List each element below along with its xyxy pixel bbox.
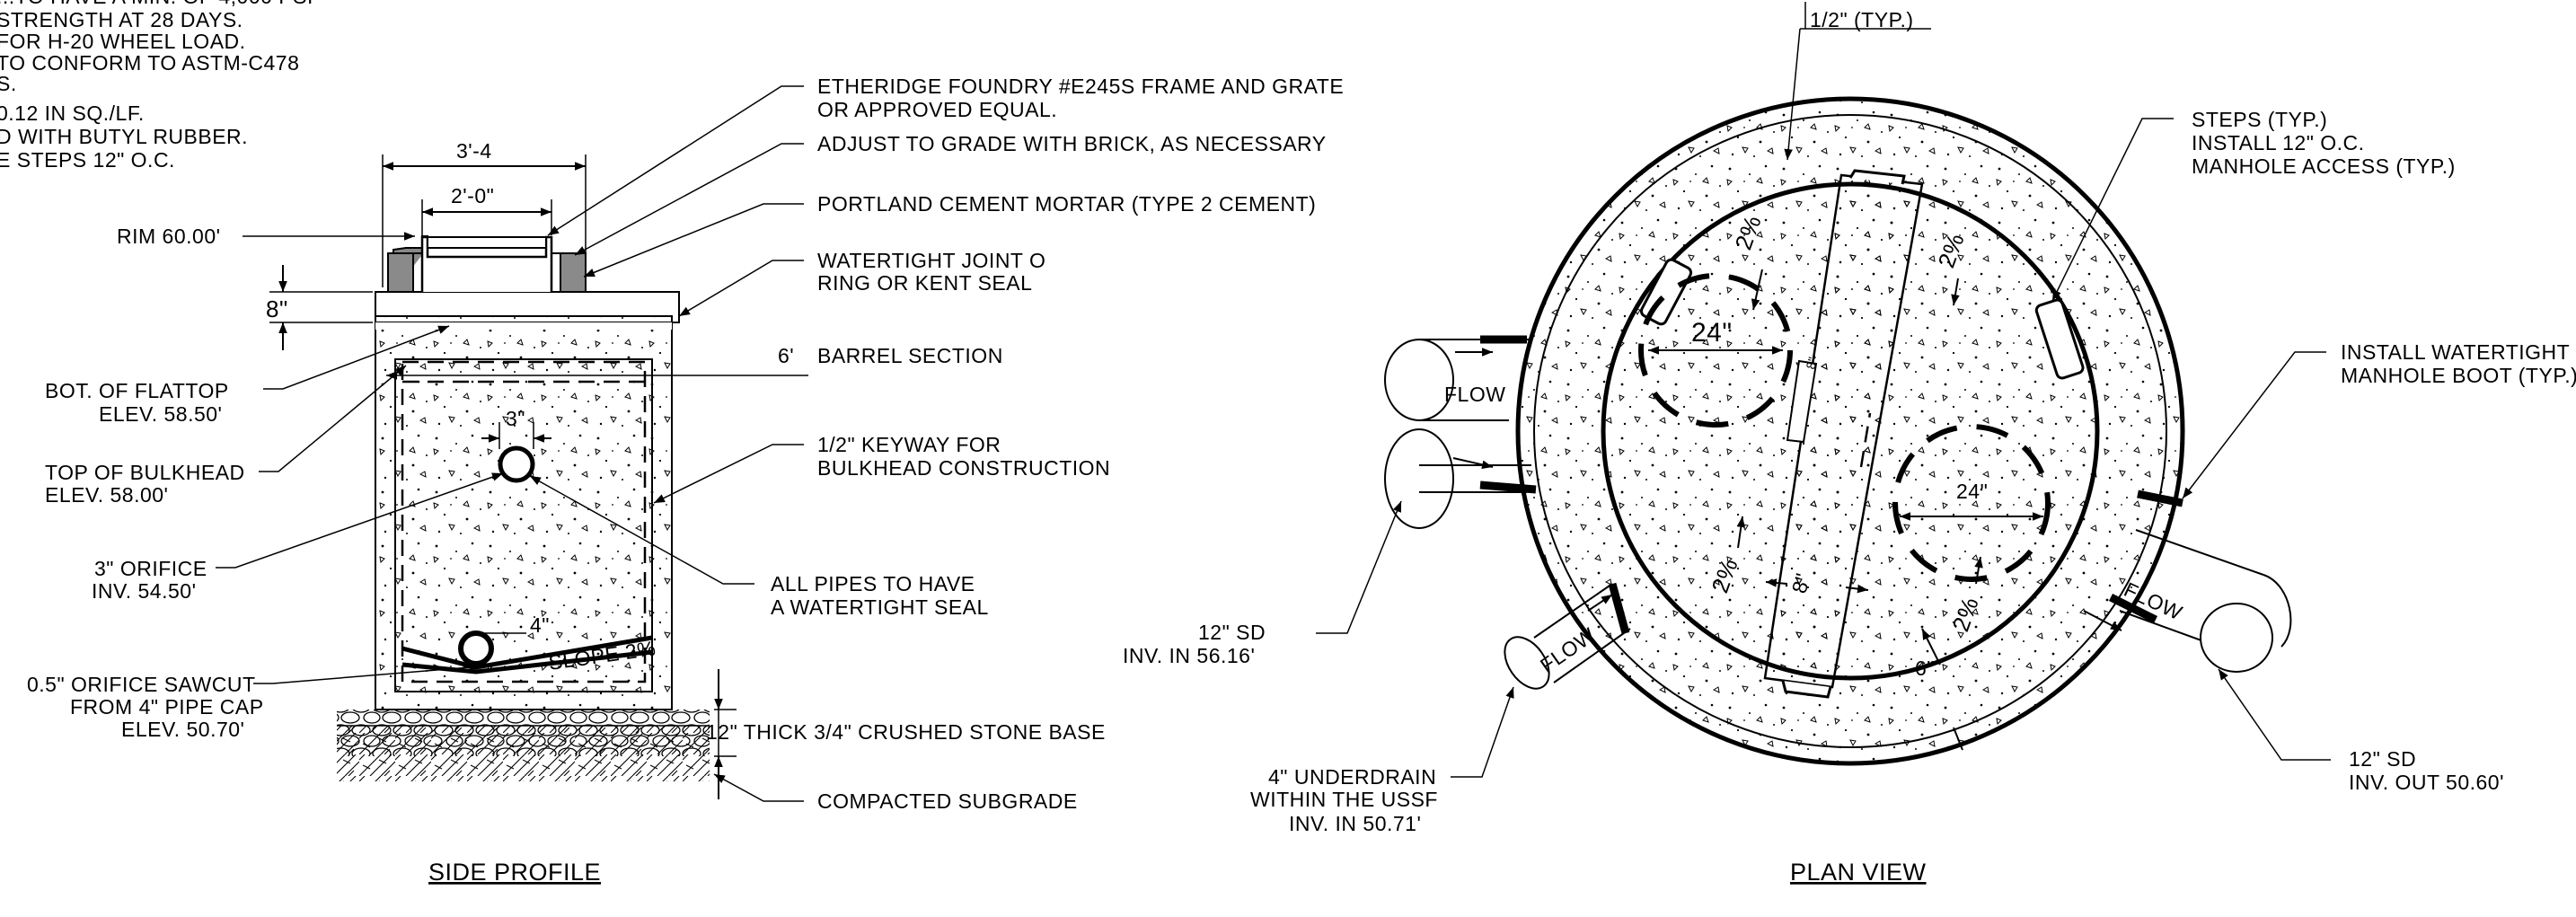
steps-install-label: INSTALL 12" O.C. [2192,131,2365,154]
flow-inlet: FLOW [1444,383,1505,406]
bot-flattop-elev: ELEV. 58.50' [99,402,222,426]
wall-6in: 6" [1915,657,1935,680]
dim-pipe-4: 4" [530,613,550,637]
dim-orifice-3: 3" [506,407,525,430]
opening-right-size: 24" [1956,480,1988,503]
sd-out-label: 12" SD [2349,747,2416,771]
brick-adjust-left [387,252,414,293]
pipes-seal-label: ALL PIPES TO HAVE [771,572,975,595]
underdrain-inv: INV. IN 50.71' [1289,812,1421,835]
bulkhead-8in-small: 8" [1803,355,1820,370]
joint-label: WATERTIGHT JOINT O [817,249,1045,272]
step-right [2034,298,2085,380]
sawcut-elev: ELEV. 50.70' [121,718,244,741]
access-opening-left [1638,273,1793,428]
note-line-6: 0.12 IN SQ./LF. [0,101,145,125]
inlet-pipe-12sd [1384,335,1537,529]
side-profile-title: SIDE PROFILE [428,859,601,886]
dim-slab-thickness: 8" [266,295,288,322]
note-line-2: STRENGTH AT 28 DAYS. [0,8,243,31]
underdrain-label: 4" UNDERDRAIN [1268,765,1436,789]
frame-label-2: OR APPROVED EQUAL. [817,98,1057,121]
dim-inner-width: 2'-0" [451,184,494,207]
plan-view: 24" 24" 2% 2% 2% 2% 8" 8" 6" FLOW FLOW F… [1123,2,2576,886]
underdrain-ussf: WITHIN THE USSF [1250,788,1438,811]
note-line-7: D WITH BUTYL RUBBER. [0,125,248,148]
brick-label: ADJUST TO GRADE WITH BRICK, AS NECESSARY [817,132,1327,155]
orifice-3in [498,445,535,483]
frame-label: ETHERIDGE FOUNDRY #E245S FRAME AND GRATE [817,75,1344,98]
dim-outer-width: 3'-4 [456,139,492,163]
sawcut-from: FROM 4" PIPE CAP [70,695,264,719]
top-bulkhead-label: TOP OF BULKHEAD [45,461,245,484]
sd-in-label: 12" SD [1198,621,1266,644]
keyway-label: 1/2" KEYWAY FOR [817,433,1001,456]
rim-label: RIM 60.00' [117,225,221,248]
side-profile: 3'-4 2'-0" 8" 3" 4" SLOPE 2% RIM 60.00' … [27,75,1344,886]
boot-label-2: MANHOLE BOOT (TYP.) [2341,364,2576,387]
bulkhead-keyway [401,360,647,683]
joint-label-2: RING OR KENT SEAL [817,271,1032,295]
opening-left-size: 24" [1691,318,1733,348]
steps-label: STEPS (TYP.) [2192,108,2327,131]
pipes-seal-label-2: A WATERTIGHT SEAL [771,595,989,619]
boot-label: INSTALL WATERTIGHT [2341,340,2570,364]
typ-label: 1/2" (TYP.) [1810,8,1914,31]
stone-base-hatch [337,710,710,756]
barrel-size: 6' [778,344,794,367]
keyway-label-2: BULKHEAD CONSTRUCTION [817,456,1110,480]
frame-and-grate [420,235,553,292]
sd-in-inv: INV. IN 56.16' [1123,644,1255,667]
note-line-4: TO CONFORM TO ASTM-C478 [0,51,299,75]
stone-base-label: 12" THICK 3/4" CRUSHED STONE BASE [706,720,1106,744]
sd-out-inv: INV. OUT 50.60' [2349,771,2504,794]
general-notes: ...TO HAVE A MIN. OF 4,000 PSI STRENGTH … [0,0,313,172]
brick-adjust-right [560,252,587,293]
sawcut-label: 0.5" ORIFICE SAWCUT [27,673,256,696]
bot-flattop-label: BOT. OF FLATTOP [45,379,229,402]
orifice-label: 3" ORIFICE [94,557,207,580]
note-line-1: ...TO HAVE A MIN. OF 4,000 PSI [0,0,313,8]
note-line-5: S. [0,72,17,95]
plan-view-title: PLAN VIEW [1790,859,1927,886]
manhole-access-label: MANHOLE ACCESS (TYP.) [2192,154,2456,178]
subgrade-label: COMPACTED SUBGRADE [817,789,1078,813]
pipe-4in-cap [458,630,494,666]
note-line-8: E STEPS 12" O.C. [0,148,175,172]
orifice-inv: INV. 54.50' [92,579,196,603]
flow-underdrain: FLOW [1536,623,1600,678]
mortar-label: PORTLAND CEMENT MORTAR (TYPE 2 CEMENT) [817,192,1316,216]
top-bulkhead-elev: ELEV. 58.00' [45,483,168,507]
barrel-label: BARREL SECTION [817,344,1003,367]
access-opening-right [1892,424,2051,582]
note-line-3: FOR H-20 WHEEL LOAD. [0,30,246,53]
